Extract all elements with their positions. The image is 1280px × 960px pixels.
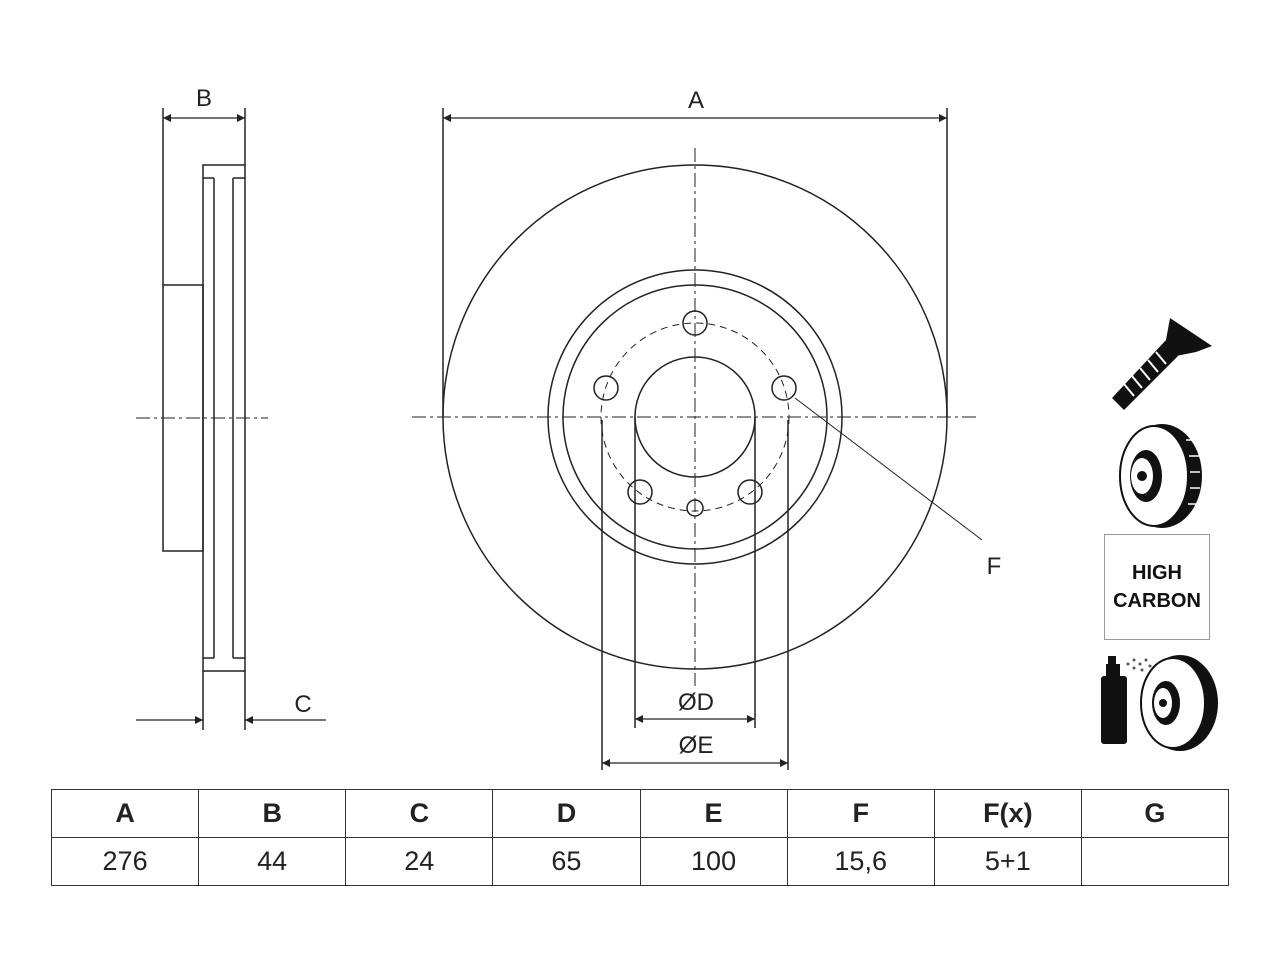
value-e: 100 [639, 837, 788, 886]
value-g [1080, 837, 1230, 886]
coating-spray-icon [1101, 655, 1218, 751]
dimension-c-label: C [294, 691, 311, 718]
brake-disc-icon [1119, 424, 1202, 528]
header-a: A [50, 789, 200, 838]
spec-table: A B C D E F F(x) G 276 44 24 65 100 15,6… [50, 789, 1230, 886]
screw-icon [1112, 318, 1212, 410]
leader-line-f [794, 397, 983, 541]
dimension-b-label: B [196, 85, 212, 112]
header-c: C [345, 789, 494, 838]
header-f: F [786, 789, 935, 838]
header-e: E [639, 789, 788, 838]
side-view [162, 108, 246, 730]
high-carbon-badge: HIGH CARBON [1104, 534, 1210, 640]
spec-header-row: A B C D E F F(x) G [50, 789, 1230, 838]
value-a: 276 [50, 837, 200, 886]
high-carbon-line2: CARBON [1113, 590, 1201, 612]
value-c: 24 [345, 837, 494, 886]
header-g: G [1080, 789, 1230, 838]
spec-value-row: 276 44 24 65 100 15,6 5+1 [50, 837, 1230, 886]
value-fx: 5+1 [933, 837, 1082, 886]
callout-f-label: F [987, 553, 1002, 580]
header-b: B [198, 789, 347, 838]
dimension-e-label: ØE [679, 732, 714, 759]
value-f: 15,6 [786, 837, 935, 886]
technical-drawing: B C F A ØD ØE [136, 85, 1218, 770]
dimension-d-label: ØD [678, 689, 714, 716]
value-b: 44 [198, 837, 347, 886]
header-d: D [492, 789, 641, 838]
header-fx: F(x) [933, 789, 1082, 838]
value-d: 65 [492, 837, 641, 886]
high-carbon-line1: HIGH [1132, 562, 1182, 584]
dimension-a-label: A [688, 87, 704, 114]
